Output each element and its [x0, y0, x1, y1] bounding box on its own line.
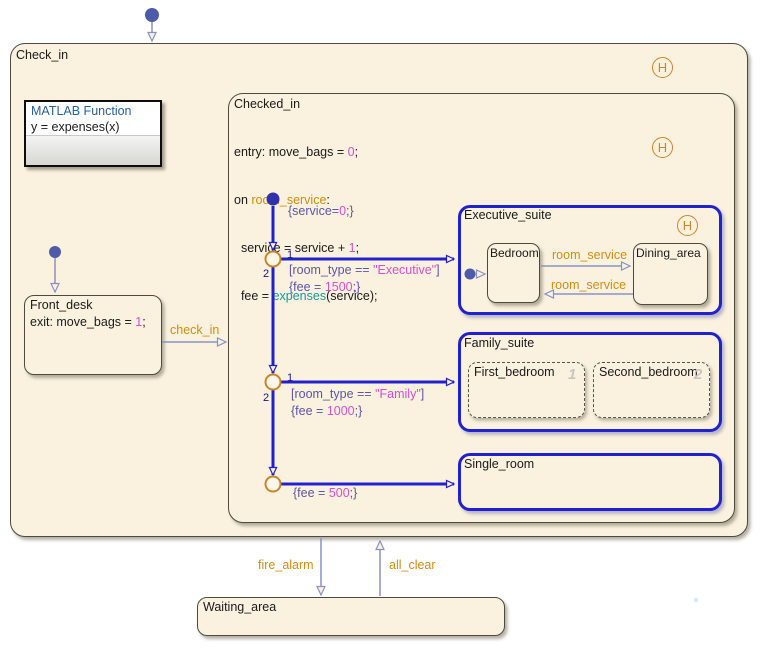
label-executive-condition[interactable]: [room_type == "Executive"] — [289, 263, 440, 277]
history-junction-check-in[interactable]: H — [652, 57, 673, 78]
junction-1-order-1: 1 — [287, 249, 294, 261]
label-room-service-top[interactable]: room_service — [552, 248, 628, 262]
label-all-clear[interactable]: all_clear — [389, 558, 436, 572]
parallel-order-2: 2 — [694, 366, 703, 383]
junction-2-order-2: 2 — [263, 392, 270, 404]
state-family-suite-title: Family_suite — [464, 336, 535, 350]
state-bedroom[interactable] — [487, 243, 540, 303]
state-front-desk-actions: exit: move_bags = 1; — [30, 315, 146, 329]
state-first-bedroom[interactable] — [468, 362, 585, 418]
matlab-function-signature: y = expenses(x) — [31, 120, 120, 134]
label-init-action[interactable]: {service=0;} — [288, 204, 354, 218]
history-junction-checked-in[interactable]: H — [652, 137, 673, 158]
matlab-function-title: MATLAB Function — [31, 104, 132, 118]
junction-2-order-1: 1 — [287, 372, 294, 384]
label-family-action[interactable]: {fee = 1000;} — [291, 404, 363, 418]
state-front-desk-title: Front_desk — [30, 298, 93, 312]
state-checked-in-title: Checked_in — [234, 97, 301, 111]
state-dining-area-title: Dining_area — [636, 246, 701, 260]
state-dining-area[interactable] — [633, 243, 708, 305]
default-dot-check-in[interactable] — [145, 8, 159, 22]
label-room-service-bottom[interactable]: room_service — [551, 278, 627, 292]
stray-mark — [694, 598, 698, 602]
matlab-function-block[interactable] — [24, 100, 162, 167]
state-waiting-area[interactable] — [197, 597, 505, 636]
state-executive-suite-title: Executive_suite — [464, 208, 552, 222]
label-check-in[interactable]: check_in — [170, 323, 220, 337]
state-second-bedroom[interactable] — [593, 362, 710, 418]
label-executive-action[interactable]: {fee = 1500;} — [289, 280, 361, 294]
state-checked-in-actions: entry: move_bags = 0; on room_service: s… — [234, 145, 378, 303]
junction-1-order-2: 2 — [263, 268, 270, 280]
state-waiting-area-title: Waiting_area — [203, 600, 277, 614]
label-family-condition[interactable]: [room_type == "Family"] — [291, 387, 425, 401]
state-single-room-title: Single_room — [464, 457, 535, 471]
history-junction-executive-suite[interactable]: H — [677, 215, 698, 236]
label-fire-alarm[interactable]: fire_alarm — [258, 558, 314, 572]
state-first-bedroom-title: First_bedroom — [474, 365, 555, 379]
state-front-desk[interactable] — [24, 295, 162, 375]
parallel-order-1: 1 — [568, 366, 577, 383]
label-single-action[interactable]: {fee = 500;} — [293, 486, 358, 500]
state-bedroom-title: Bedroom — [490, 246, 539, 260]
state-second-bedroom-title: Second_bedroom — [599, 365, 698, 379]
state-single-room[interactable] — [458, 453, 722, 511]
function-block-gradient — [26, 135, 160, 165]
state-check-in-title: Check_in — [16, 48, 69, 62]
